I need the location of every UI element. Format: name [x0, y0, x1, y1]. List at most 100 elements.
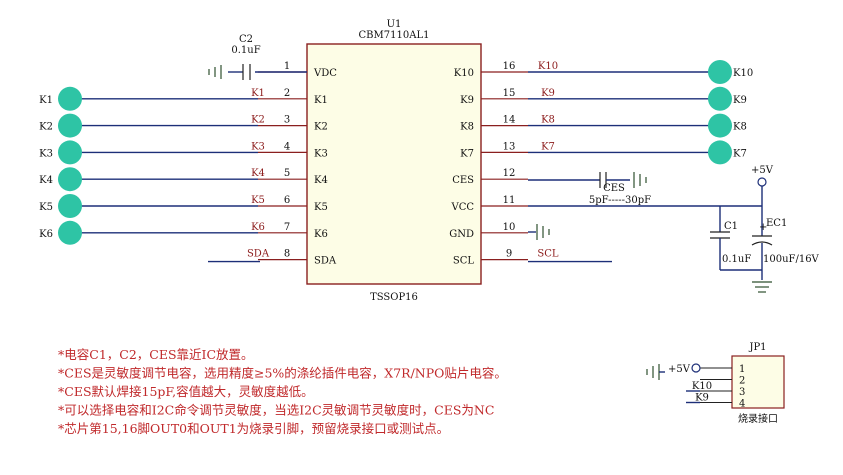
ces-ref: CES — [603, 183, 625, 194]
jp1-body — [731, 355, 785, 409]
ces-value: 5pF-----30pF — [589, 195, 651, 206]
ic-pin-16-number: 16 — [503, 61, 516, 72]
ec1-value: 100uF/16V — [763, 254, 820, 265]
ic-pin-5-number: 5 — [284, 168, 290, 179]
net-label-k1: K1 — [251, 88, 265, 99]
ic-pin-9-number: 9 — [506, 249, 512, 260]
touch-pad-k5 — [58, 194, 82, 218]
ic-pin-14-name: K8 — [460, 122, 474, 133]
ic-pin-7-name: K6 — [314, 229, 328, 240]
touch-pad-label-k3: K3 — [39, 148, 53, 159]
c1-ref: C1 — [724, 221, 738, 232]
ces-ground-icon — [633, 172, 647, 188]
ic-pin-6-number: 6 — [284, 195, 290, 206]
ic-pin-13-number: 13 — [503, 141, 516, 152]
supply-ground-icon — [752, 281, 772, 293]
jp1-pin-2-number: 2 — [739, 376, 745, 387]
touch-pad-k8 — [708, 113, 732, 138]
note-line: *电容C1，C2，CES靠近IC放置。 — [58, 347, 254, 362]
ic-pin-11-name: VCC — [450, 202, 474, 213]
jp1-pin-3-number: 3 — [739, 387, 745, 398]
jp1-power-terminal — [691, 363, 701, 373]
ic-part-number: CBM7110AL1 — [359, 30, 430, 41]
net-label-k8: K8 — [541, 115, 555, 126]
touch-pad-label-k4: K4 — [39, 175, 53, 186]
ic-package: TSSOP16 — [370, 292, 418, 303]
touch-pad-k6 — [58, 220, 82, 245]
ic-pin-8-number: 8 — [284, 249, 290, 260]
ic-pin-13-name: K7 — [460, 148, 474, 159]
note-line: *CES默认焊接15pF,容值越大，灵敏度越低。 — [58, 384, 314, 399]
net-label-sda: SDA — [247, 249, 270, 260]
net-label-k10: K10 — [538, 61, 558, 72]
ic-body — [306, 43, 482, 285]
touch-pad-k9 — [708, 86, 732, 111]
jp1-ref: JP1 — [748, 342, 766, 353]
ic-pin-16-name: K10 — [454, 68, 474, 79]
touch-pad-label-k5: K5 — [39, 202, 53, 213]
ic-pin-15-number: 15 — [503, 88, 516, 99]
jp1-net-k9: K9 — [695, 393, 709, 404]
touch-pad-k2 — [58, 113, 82, 138]
c2-ref: C2 — [239, 34, 253, 45]
touch-pad-k4 — [58, 167, 82, 192]
jp1-caption: 烧录接口 — [738, 412, 778, 425]
ic-designator: U1 — [387, 19, 402, 30]
vcc-power-terminal — [757, 177, 767, 187]
touch-pad-k3 — [58, 140, 82, 165]
touch-pad-k1 — [58, 86, 82, 111]
jp1-pin-1-number: 1 — [739, 364, 745, 375]
touch-pad-k7 — [708, 140, 732, 165]
touch-pad-label-k9: K9 — [733, 95, 747, 106]
ic-pin-12-number: 12 — [503, 168, 516, 179]
ic-pin-15-name: K9 — [460, 95, 474, 106]
c2-ground-icon — [208, 65, 222, 79]
ic-pin-2-name: K1 — [314, 95, 328, 106]
note-line: *CES是灵敏度调节电容，选用精度≥5%的涤纶插件电容，X7R/NPO贴片电容。 — [58, 366, 507, 381]
net-label-k3: K3 — [251, 141, 265, 152]
c2-value: 0.1uF — [231, 45, 260, 56]
touch-pad-label-k8: K8 — [733, 122, 747, 133]
net-label-k5: K5 — [251, 195, 265, 206]
net-label-scl: SCL — [537, 249, 559, 260]
ic-pin-5-name: K4 — [314, 175, 328, 186]
ic-pin-4-name: K3 — [314, 148, 328, 159]
ec1-plus: + — [759, 222, 767, 233]
net-label-k2: K2 — [251, 115, 265, 126]
touch-pad-label-k1: K1 — [39, 95, 53, 106]
ic-pin-14-number: 14 — [503, 115, 516, 126]
note-line: *芯片第15,16脚OUT0和OUT1为烧录引脚，预留烧录接口或测试点。 — [58, 421, 449, 436]
ec1-ref: EC1 — [766, 218, 787, 229]
ic-pin-8-name: SDA — [314, 256, 337, 267]
touch-pad-label-k2: K2 — [39, 122, 53, 133]
jp1-power-label: +5V — [668, 364, 691, 375]
touch-pad-label-k7: K7 — [733, 148, 747, 159]
ic-ground-icon — [536, 224, 550, 240]
ic-pin-12-name: CES — [452, 175, 474, 186]
jp1-net-k10: K10 — [692, 381, 712, 392]
net-label-k9: K9 — [541, 88, 555, 99]
touch-pad-k10 — [708, 60, 732, 84]
net-label-k4: K4 — [251, 168, 265, 179]
ic-pin-2-number: 2 — [284, 88, 290, 99]
ic-pin-11-number: 11 — [503, 195, 516, 206]
ic-pin-1-number: 1 — [284, 61, 290, 72]
ic-pin-9-name: SCL — [453, 256, 475, 267]
jp1-ground-icon — [646, 364, 660, 380]
note-line: *可以选择电容和I2C命令调节灵敏度，当选I2C灵敏调节灵敏度时，CES为NC — [58, 403, 494, 418]
net-label-k7: K7 — [541, 141, 555, 152]
ec1-plate-2 — [751, 241, 773, 246]
ic-pin-4-number: 4 — [284, 141, 290, 152]
ic-pin-1-name: VDC — [313, 68, 337, 79]
ic-pin-10-number: 10 — [503, 222, 516, 233]
net-label-k6: K6 — [251, 222, 265, 233]
ic-pin-6-name: K5 — [314, 202, 328, 213]
c1-value: 0.1uF — [722, 254, 751, 265]
touch-pad-label-k6: K6 — [39, 229, 53, 240]
touch-pad-label-k10: K10 — [733, 68, 753, 79]
ic-pin-7-number: 7 — [284, 222, 290, 233]
vcc-power-label: +5V — [751, 165, 774, 176]
design-notes: *电容C1，C2，CES靠近IC放置。 *CES是灵敏度调节电容，选用精度≥5%的… — [58, 347, 507, 436]
